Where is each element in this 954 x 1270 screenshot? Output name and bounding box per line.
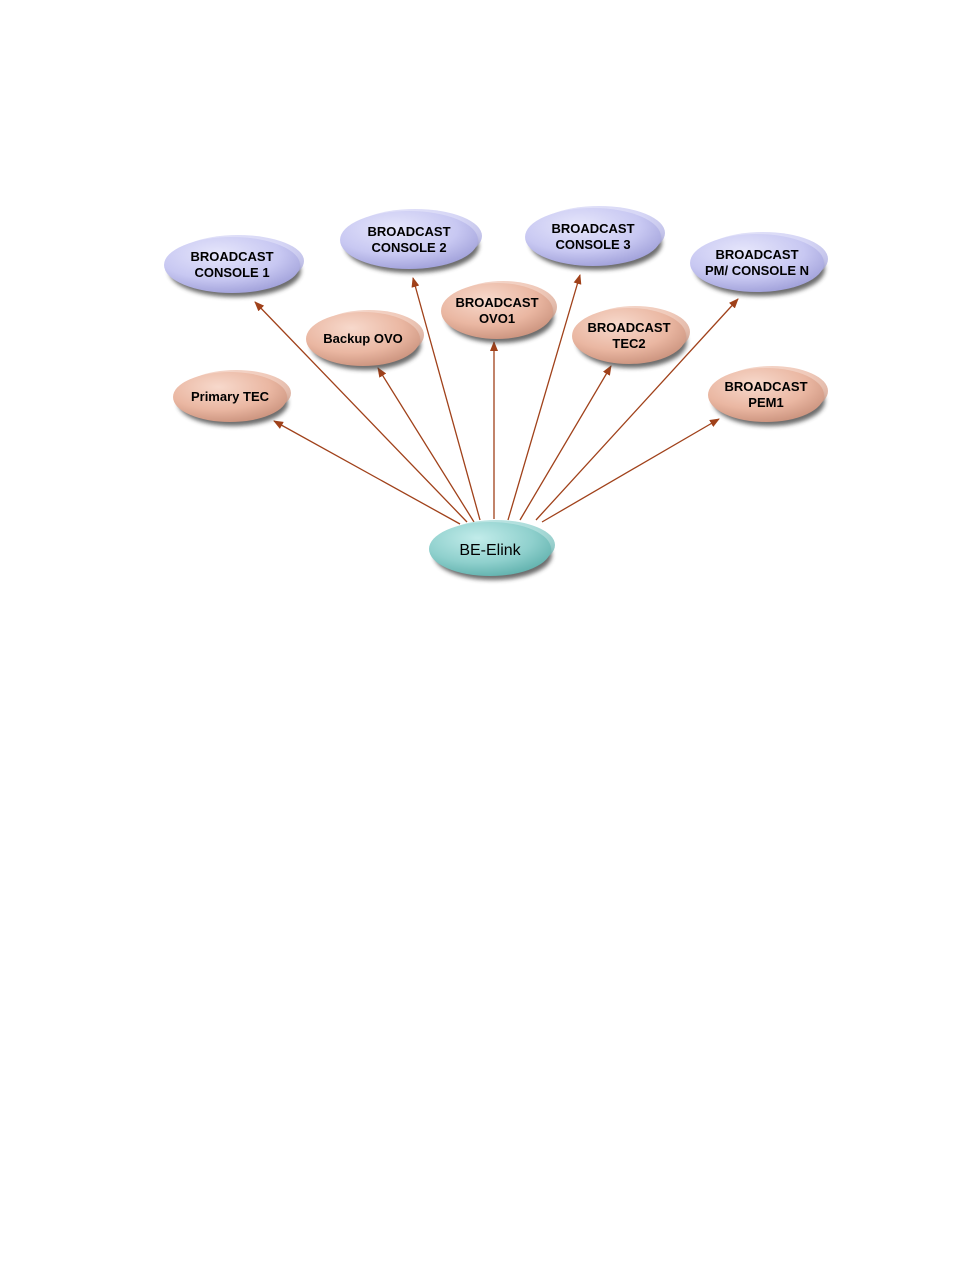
node-label-line: BROADCAST bbox=[724, 379, 807, 394]
node-label-line: BROADCAST bbox=[190, 249, 273, 264]
node-label-line: PM/ CONSOLE N bbox=[705, 263, 809, 278]
node-label-backup-ovo: Backup OVO bbox=[323, 331, 402, 346]
node-label-line: BROADCAST bbox=[455, 295, 538, 310]
node-primary-tec: Primary TEC bbox=[173, 370, 291, 426]
node-label-line: BROADCAST bbox=[551, 221, 634, 236]
node-label-line: CONSOLE 1 bbox=[194, 265, 269, 280]
node-label-line: PEM1 bbox=[748, 395, 783, 410]
node-backup-ovo: Backup OVO bbox=[306, 310, 424, 370]
node-label-line: Backup OVO bbox=[323, 331, 402, 346]
node-label-line: BROADCAST bbox=[367, 224, 450, 239]
arrow-to-broadcast-pem1 bbox=[542, 419, 719, 522]
hub-label: BE-Elink bbox=[459, 542, 521, 559]
node-label-line: Primary TEC bbox=[191, 389, 270, 404]
node-label-line: BROADCAST bbox=[587, 320, 670, 335]
hub-node-group: BE-Elink bbox=[429, 520, 555, 580]
node-label-line: CONSOLE 3 bbox=[555, 237, 630, 252]
node-label-line: OVO1 bbox=[479, 311, 515, 326]
hub-node: BE-Elink bbox=[429, 520, 555, 580]
node-label-line: TEC2 bbox=[612, 336, 645, 351]
node-label-primary-tec: Primary TEC bbox=[191, 389, 270, 404]
arrow-to-broadcast-tec2 bbox=[520, 366, 611, 520]
node-label-line: CONSOLE 2 bbox=[371, 240, 446, 255]
arrow-to-primary-tec bbox=[274, 421, 460, 524]
node-label-line: BROADCAST bbox=[715, 247, 798, 262]
